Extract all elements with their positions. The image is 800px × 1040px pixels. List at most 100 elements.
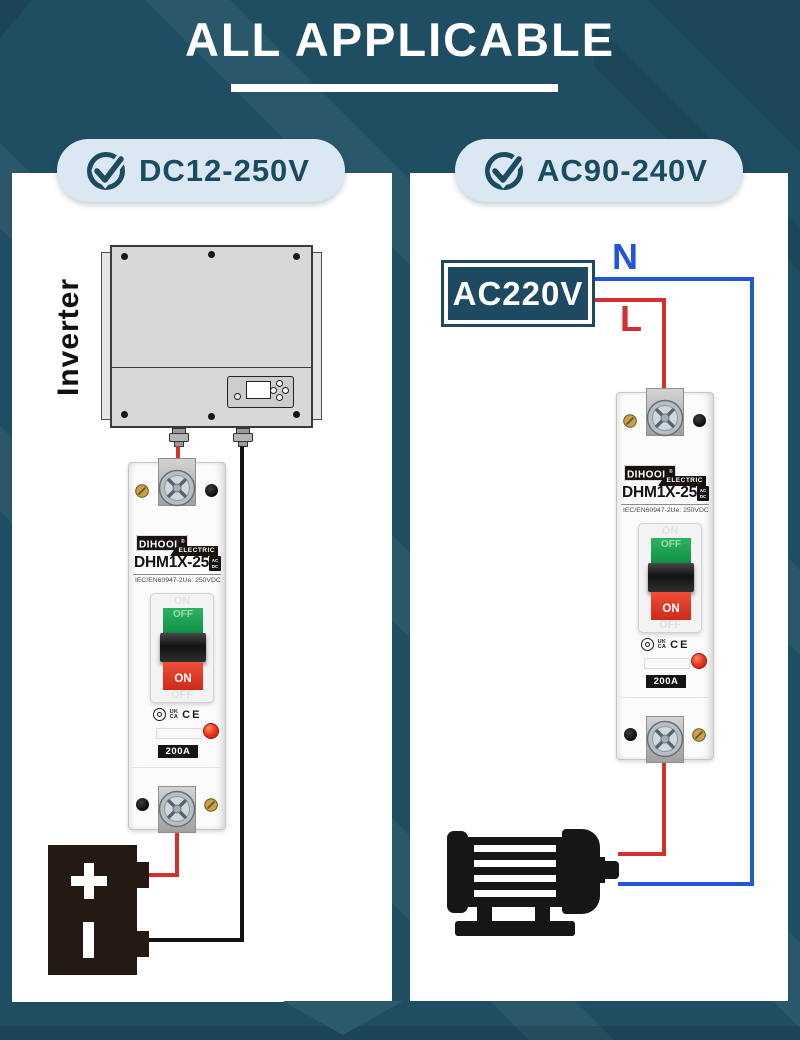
brand-logo: DIHOOL®: [624, 465, 676, 481]
terminal-screw: [158, 790, 196, 828]
rating-badge: 200A: [158, 745, 198, 758]
ukca-mark: UK CA: [169, 708, 179, 720]
inverter-led: [234, 393, 241, 400]
line-wire: [618, 852, 666, 856]
inverter-display: [246, 381, 271, 399]
terminal-hole: [205, 484, 218, 497]
ce-mark: CE: [182, 708, 202, 721]
model-number: DHM1X-250: [134, 554, 218, 571]
terminal-screw: [646, 399, 684, 437]
switch-on-section: ON: [651, 592, 691, 620]
battery-positive-symbol: [84, 863, 94, 899]
switch-handle[interactable]: [160, 633, 206, 662]
motor-shaft-plate: [598, 857, 605, 883]
neutral-wire: [618, 882, 754, 886]
switch-handle[interactable]: [648, 563, 694, 592]
inverter-screw: [293, 411, 300, 418]
inverter-button-down: [276, 394, 283, 401]
switch-on-section: ON: [163, 662, 203, 690]
ukca-bottom: CA: [169, 713, 179, 720]
fixing-screw: [692, 728, 706, 742]
inverter-label: Inverter: [52, 277, 85, 397]
ac-source-label: AC220V: [452, 274, 584, 312]
blank-label: [156, 728, 202, 739]
acdc-badge: AC DC: [209, 556, 221, 571]
certification-marks: UK CA CE: [616, 638, 714, 651]
brand-name: DIHOOL: [138, 539, 181, 551]
inverter-screw: [121, 253, 128, 260]
ac-source-box: AC220V: [441, 260, 595, 327]
frame-off-emboss: OFF: [659, 619, 681, 631]
frame-on-emboss: ON: [661, 525, 679, 537]
inverter-flange-right: [312, 252, 322, 420]
dc-positive-wire: [176, 446, 180, 464]
neutral-wire-label: N: [612, 236, 638, 277]
ukca-bottom: CA: [657, 643, 667, 650]
inverter-button-right: [282, 387, 289, 394]
line-wire: [592, 298, 666, 302]
ukca-top: UK: [657, 638, 667, 645]
rating-badge: 200A: [646, 675, 686, 688]
inverter-button-left: [270, 387, 277, 394]
ccc-mark-icon: [152, 708, 166, 721]
inverter-screw: [208, 413, 215, 420]
ac-label: AC: [699, 488, 707, 493]
circuit-breaker-dc: DIHOOL® ELECTRIC DHM1X-250 AC DC IEC/EN6…: [128, 458, 226, 833]
standard-label: IEC/EN60947-2: [135, 577, 183, 584]
fixing-screw: [204, 798, 218, 812]
motor-base: [455, 921, 575, 936]
badge-ac-range: AC90-240V: [455, 139, 743, 202]
ukca-top: UK: [169, 708, 179, 715]
motor-end-cap: [447, 831, 468, 913]
registered-mark: ®: [668, 469, 674, 475]
motor-bell: [562, 829, 600, 914]
toggle-switch[interactable]: OFF ON: [160, 608, 206, 690]
line-wire: [662, 760, 666, 856]
dc-negative-wire: [240, 446, 244, 942]
battery-negative-symbol: [83, 922, 94, 958]
inverter-screw: [293, 253, 300, 260]
blank-label: [644, 658, 690, 669]
frame-on-emboss: ON: [173, 595, 191, 607]
motor-foot: [535, 905, 550, 924]
dc-negative-wire: [146, 938, 244, 942]
ce-mark: CE: [670, 638, 690, 651]
terminal-hole: [136, 798, 149, 811]
background-bottom-strip: [0, 1026, 800, 1040]
standard-row: IEC/EN60947-2 Ue: 250VDC: [133, 574, 221, 584]
motor-shaft: [604, 861, 619, 879]
fixing-screw: [623, 414, 637, 428]
toggle-switch[interactable]: OFF ON: [648, 538, 694, 620]
body-seam: [620, 697, 710, 698]
standard-label: IEC/EN60947-2: [623, 507, 671, 514]
motor-fin: [474, 875, 556, 882]
motor-fin: [474, 890, 556, 897]
standard-row: IEC/EN60947-2 Ue: 250VDC: [621, 504, 709, 514]
battery-negative-terminal: [136, 931, 149, 957]
dc-label: DC: [211, 564, 219, 569]
test-button[interactable]: [203, 723, 219, 739]
certification-marks: UK CA CE: [128, 708, 226, 721]
dc-positive-wire: [175, 828, 179, 876]
badge-dc-label: DC12-250V: [139, 152, 310, 188]
motor-fin: [474, 845, 556, 852]
check-circle-icon: [485, 151, 525, 190]
inverter-button-up: [276, 380, 283, 387]
motor-fin: [474, 860, 556, 867]
brand-logo: DIHOOL®: [136, 535, 188, 551]
registered-mark: ®: [180, 539, 186, 545]
test-button[interactable]: [691, 653, 707, 669]
circuit-breaker-ac: DIHOOL® ELECTRIC DHM1X-250 AC DC IEC/EN6…: [616, 388, 714, 763]
frame-off-emboss: OFF: [171, 689, 193, 701]
motor-foot: [477, 905, 492, 924]
brand-division: ELECTRIC: [170, 546, 218, 556]
rated-voltage-label: Ue: 250VDC: [670, 507, 709, 514]
ukca-mark: UK CA: [657, 638, 667, 650]
acdc-badge: AC DC: [697, 486, 709, 501]
terminal-screw: [158, 469, 196, 507]
badge-ac-label: AC90-240V: [537, 152, 708, 188]
line-wire: [662, 298, 666, 396]
switch-frame: ON OFF OFF ON: [638, 523, 702, 633]
check-circle-icon: [87, 151, 127, 190]
terminal-hole: [693, 414, 706, 427]
